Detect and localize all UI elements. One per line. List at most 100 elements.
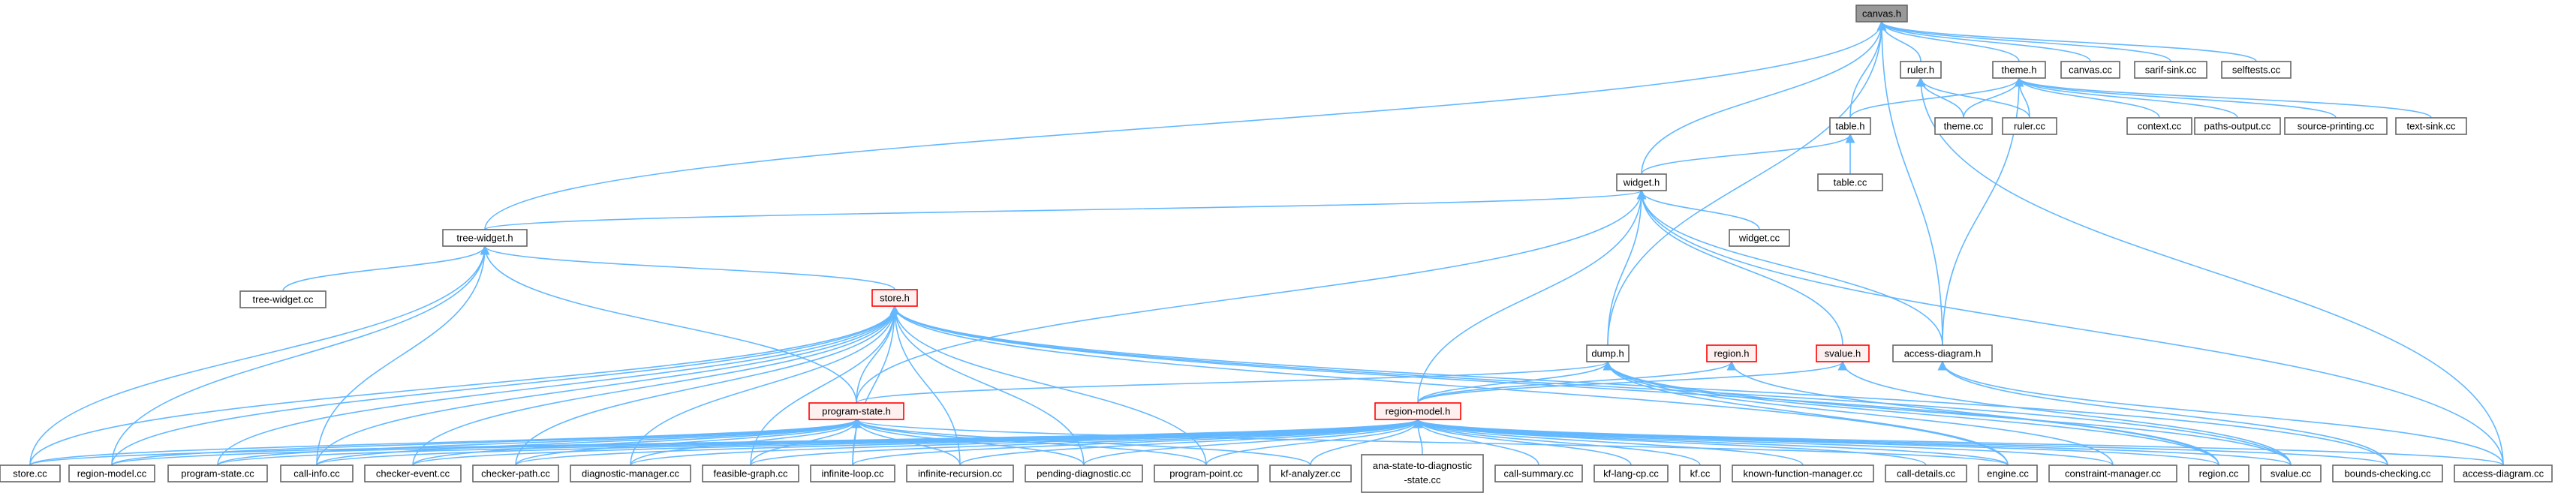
node-pending-diagnostic-cc[interactable]: pending-diagnostic.cc — [1025, 464, 1143, 482]
node-program-state-h[interactable]: program-state.h — [808, 402, 904, 420]
node-store-cc[interactable]: store.cc — [0, 464, 61, 482]
node-box[interactable] — [2260, 464, 2322, 482]
node-box[interactable] — [68, 464, 155, 482]
node-box[interactable] — [702, 464, 799, 482]
node-box[interactable] — [1706, 344, 1757, 362]
node-table-h[interactable]: table.h — [1829, 117, 1871, 135]
node-box[interactable] — [2284, 117, 2388, 135]
node-call-summary-cc[interactable]: call-summary.cc — [1494, 464, 1583, 482]
node-box[interactable] — [1374, 402, 1461, 420]
node-box[interactable] — [1616, 173, 1667, 191]
node-canvas-cc[interactable]: canvas.cc — [2060, 61, 2120, 79]
node-text-sink-cc[interactable]: text-sink.cc — [2395, 117, 2467, 135]
node-bounds-checking-cc[interactable]: bounds-checking.cc — [2332, 464, 2443, 482]
node-svalue-cc[interactable]: svalue.cc — [2260, 464, 2322, 482]
node-access-diagram-h[interactable]: access-diagram.h — [1892, 344, 1993, 362]
node-box[interactable] — [472, 464, 559, 482]
node-box[interactable] — [2194, 117, 2281, 135]
node-region-h[interactable]: region.h — [1706, 344, 1757, 362]
node-box[interactable] — [2060, 61, 2120, 79]
node-box[interactable] — [1992, 61, 2046, 79]
node-box[interactable] — [2395, 117, 2467, 135]
node-box[interactable] — [1900, 61, 1942, 79]
node-box[interactable] — [2332, 464, 2443, 482]
node-region-model-h[interactable]: region-model.h — [1374, 402, 1461, 420]
node-box[interactable] — [1855, 5, 1908, 23]
node-box[interactable] — [1816, 344, 1870, 362]
node-context-cc[interactable]: context.cc — [2126, 117, 2192, 135]
node-program-state-cc[interactable]: program-state.cc — [167, 464, 268, 482]
node-box[interactable] — [1978, 464, 2038, 482]
node-program-point-cc[interactable]: program-point.cc — [1154, 464, 1259, 482]
node-kf-analyzer-cc[interactable]: kf-analyzer.cc — [1269, 464, 1352, 482]
node-ana-state-cc[interactable]: ana-state-to-diagnostic-state.cc — [1361, 454, 1484, 493]
node-region-cc[interactable]: region.cc — [2188, 464, 2249, 482]
node-widget-h[interactable]: widget.h — [1616, 173, 1667, 191]
node-ruler-h[interactable]: ruler.h — [1900, 61, 1942, 79]
node-box[interactable] — [1586, 344, 1630, 362]
node-box[interactable] — [871, 289, 918, 307]
node-sarif-sink-cc[interactable]: sarif-sink.cc — [2134, 61, 2207, 79]
node-engine-cc[interactable]: engine.cc — [1978, 464, 2038, 482]
node-box[interactable] — [1025, 464, 1143, 482]
node-box[interactable] — [1817, 173, 1883, 191]
node-box[interactable] — [2002, 117, 2057, 135]
node-box[interactable] — [1494, 464, 1583, 482]
node-box[interactable] — [1269, 464, 1352, 482]
node-svalue-h[interactable]: svalue.h — [1816, 344, 1870, 362]
node-selftests-cc[interactable]: selftests.cc — [2221, 61, 2292, 79]
node-tree-widget-h[interactable]: tree-widget.h — [442, 229, 528, 247]
node-theme-cc[interactable]: theme.cc — [1934, 117, 1993, 135]
node-box[interactable] — [2048, 464, 2177, 482]
node-ruler-cc[interactable]: ruler.cc — [2002, 117, 2057, 135]
node-box[interactable] — [810, 464, 895, 482]
node-infinite-recursion-cc[interactable]: infinite-recursion.cc — [906, 464, 1014, 482]
node-box[interactable] — [1892, 344, 1993, 362]
node-kf-lang-cp-cc[interactable]: kf-lang-cp.cc — [1593, 464, 1669, 482]
node-region-model-cc[interactable]: region-model.cc — [68, 464, 155, 482]
node-box[interactable] — [1934, 117, 1993, 135]
node-diagnostic-manager-cc[interactable]: diagnostic-manager.cc — [570, 464, 691, 482]
node-box[interactable] — [2188, 464, 2249, 482]
node-tree-widget-cc[interactable]: tree-widget.cc — [239, 290, 327, 308]
node-source-printing-cc[interactable]: source-printing.cc — [2284, 117, 2388, 135]
node-access-diagram-cc[interactable]: access-diagram.cc — [2454, 464, 2553, 482]
node-box[interactable] — [1154, 464, 1259, 482]
node-call-details-cc[interactable]: call-details.cc — [1885, 464, 1967, 482]
node-infinite-loop-cc[interactable]: infinite-loop.cc — [810, 464, 895, 482]
node-widget-cc[interactable]: widget.cc — [1729, 229, 1790, 247]
node-call-info-cc[interactable]: call-info.cc — [280, 464, 354, 482]
node-box[interactable] — [442, 229, 528, 247]
node-box[interactable] — [570, 464, 691, 482]
node-box[interactable] — [1829, 117, 1871, 135]
node-box[interactable] — [239, 290, 327, 308]
node-checker-path-cc[interactable]: checker-path.cc — [472, 464, 559, 482]
node-box[interactable] — [0, 464, 61, 482]
node-box[interactable] — [2221, 61, 2292, 79]
node-feasible-graph-cc[interactable]: feasible-graph.cc — [702, 464, 799, 482]
node-kf-cc[interactable]: kf.cc — [1679, 464, 1721, 482]
node-box[interactable] — [1361, 454, 1484, 493]
node-known-function-manager-cc[interactable]: known-function-manager.cc — [1732, 464, 1874, 482]
node-checker-event-cc[interactable]: checker-event.cc — [364, 464, 462, 482]
node-canvas-h[interactable]: canvas.h — [1855, 5, 1908, 23]
node-box[interactable] — [1729, 229, 1790, 247]
node-store-h[interactable]: store.h — [871, 289, 918, 307]
node-theme-h[interactable]: theme.h — [1992, 61, 2046, 79]
node-box[interactable] — [2454, 464, 2553, 482]
node-box[interactable] — [167, 464, 268, 482]
node-constraint-manager-cc[interactable]: constraint-manager.cc — [2048, 464, 2177, 482]
node-box[interactable] — [1732, 464, 1874, 482]
node-dump-h[interactable]: dump.h — [1586, 344, 1630, 362]
node-box[interactable] — [364, 464, 462, 482]
node-box[interactable] — [1679, 464, 1721, 482]
node-box[interactable] — [2126, 117, 2192, 135]
node-box[interactable] — [2134, 61, 2207, 79]
node-table-cc[interactable]: table.cc — [1817, 173, 1883, 191]
node-box[interactable] — [280, 464, 354, 482]
node-box[interactable] — [808, 402, 904, 420]
node-box[interactable] — [1885, 464, 1967, 482]
node-box[interactable] — [1593, 464, 1669, 482]
node-paths-output-cc[interactable]: paths-output.cc — [2194, 117, 2281, 135]
node-box[interactable] — [906, 464, 1014, 482]
